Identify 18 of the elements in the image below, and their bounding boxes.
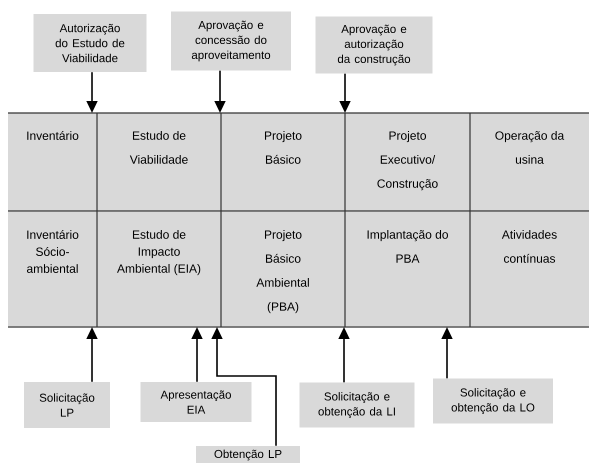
note-box: Obtenção LP	[196, 446, 300, 463]
table-cell: Operação da usina	[470, 113, 589, 211]
table-cell: Inventário	[8, 113, 97, 211]
table-cell: Inventário Sócio-ambiental	[8, 211, 97, 327]
table-cell: Estudo de Impacto Ambiental (EIA)	[97, 211, 221, 327]
table-cell: Projeto Básico	[221, 113, 345, 211]
table-cell: Implantação do PBA	[345, 211, 470, 327]
note-box: Autorização do Estudo de Viabilidade	[34, 14, 146, 72]
table-cell: Projeto Executivo/ Construção	[345, 113, 470, 211]
note-box: Solicitação e obtenção da LO	[433, 378, 553, 424]
note-box: Solicitação LP	[24, 382, 110, 428]
note-box: Aprovação e autorização da construção	[316, 16, 432, 74]
table-cell: Estudo de Viabilidade	[97, 113, 221, 211]
table-cell: Projeto Básico Ambiental (PBA)	[221, 211, 345, 327]
note-box: Apresentação EIA	[140, 382, 252, 422]
note-box: Solicitação e obtenção da LI	[300, 382, 414, 428]
note-box: Aprovação e concessão do aproveitamento	[171, 12, 291, 70]
table-cell: Atividades contínuas	[470, 211, 589, 327]
